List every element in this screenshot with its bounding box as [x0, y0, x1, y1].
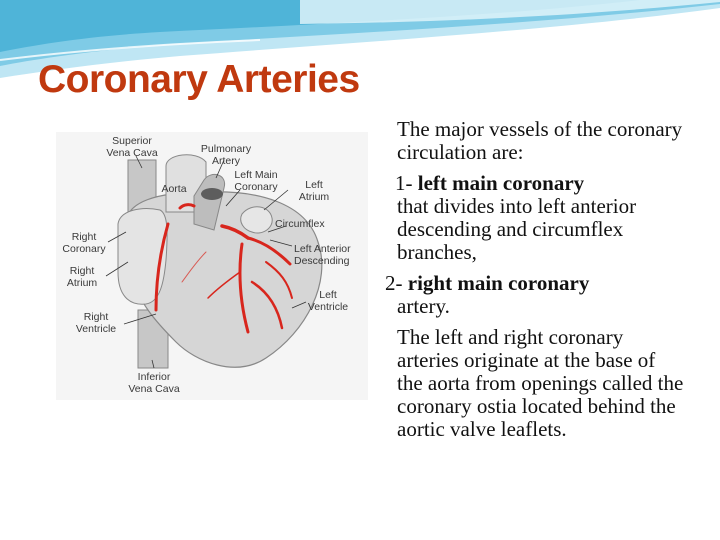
intro-paragraph: The major vessels of the coronary circul… [397, 117, 683, 164]
item-number: 1- [395, 171, 418, 195]
coronary-arteries [154, 203, 293, 334]
slide-title: Coronary Arteries [38, 58, 360, 101]
item-term: right main coronary [407, 271, 590, 295]
item-description: that divides into left anterior descendi… [397, 194, 637, 264]
pulmonary-artery-shape [193, 173, 226, 231]
item-description: artery. [397, 294, 450, 318]
label-aorta: Aorta [161, 183, 186, 195]
item-term: left main coronary [417, 171, 585, 195]
item-number: 2- [385, 271, 408, 295]
body-text: The major vessels of the coronary circul… [385, 118, 685, 449]
left-atrium-shape [240, 206, 273, 234]
closing-paragraph: The left and right coronary arteries ori… [397, 325, 684, 441]
right-atrium-shape [117, 208, 168, 305]
list-item-right-main: 2- right main coronary artery. [385, 272, 685, 318]
list-item-left-main: 1- left main coronary that divides into … [385, 172, 685, 264]
pointer-lines [105, 155, 307, 369]
label-circumflex: Circumflex [275, 218, 325, 230]
header-wave-decoration [0, 0, 720, 78]
